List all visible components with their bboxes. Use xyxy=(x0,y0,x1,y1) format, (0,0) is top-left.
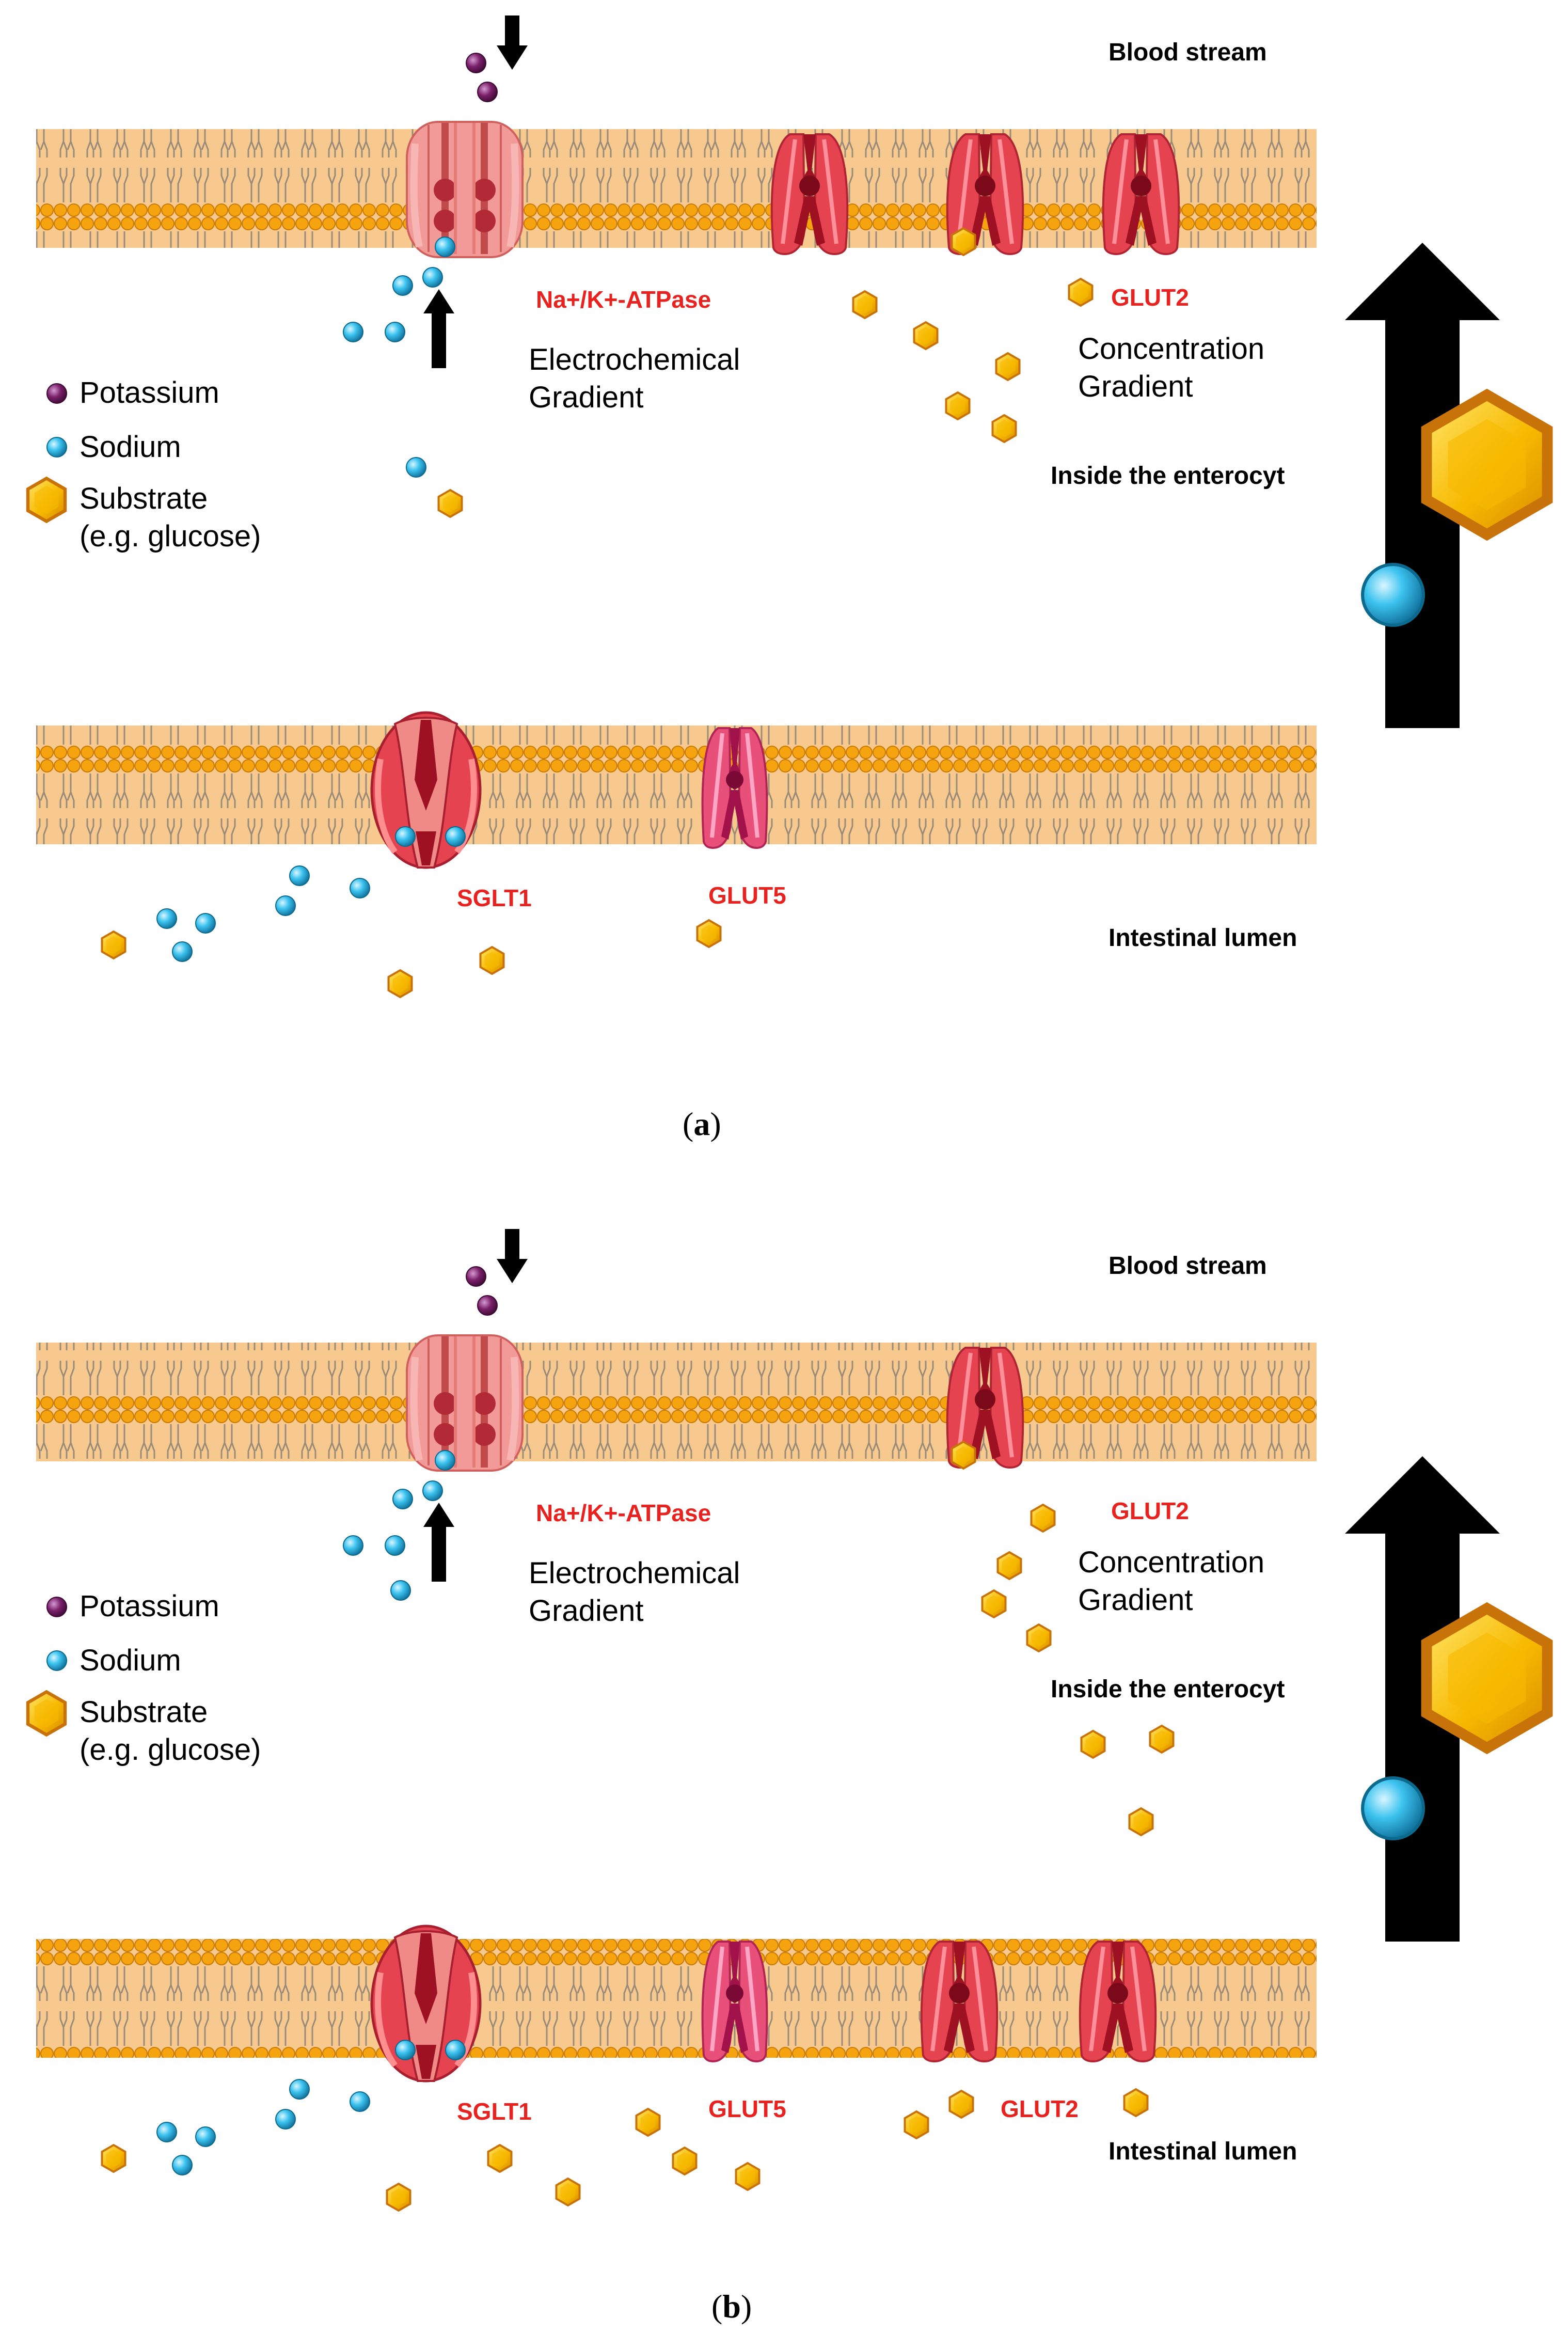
potassium-icon xyxy=(466,53,498,102)
substrate-icon xyxy=(28,478,65,521)
gradient-label: Gradient xyxy=(529,381,643,414)
legend: Potassium Sodium Substrate (e.g. glucose… xyxy=(28,1589,261,1767)
concentration-label: Concentration xyxy=(1078,332,1264,366)
substrate-icon xyxy=(1427,395,1547,534)
sodium-icon xyxy=(1363,1778,1423,1839)
legend-potassium: Potassium xyxy=(80,376,219,409)
sglt1-transporter xyxy=(372,1926,480,2081)
conc-gradient-label: Gradient xyxy=(1078,370,1193,403)
blood-stream-label: Blood stream xyxy=(1108,1252,1267,1280)
substrate-icon xyxy=(28,1692,65,1734)
arrow-icon xyxy=(497,1229,528,1283)
membrane-bottom xyxy=(36,726,1317,844)
gradient-label: Gradient xyxy=(529,1594,643,1628)
inside-enterocyte-label: Inside the enterocyt xyxy=(1051,1676,1285,1703)
sglt1-transporter xyxy=(372,713,480,868)
panel-a: Potassium Sodium Substrate (e.g. glucose… xyxy=(28,15,1547,1142)
sodium-icon xyxy=(46,437,67,458)
legend-substrate: Substrate xyxy=(80,1695,208,1729)
caption-b: (b) xyxy=(711,2288,752,2325)
glut2-bottom-label: GLUT2 xyxy=(1001,2095,1079,2122)
glut5-label: GLUT5 xyxy=(708,2095,786,2122)
caption-a: (a) xyxy=(683,1106,721,1142)
legend-potassium: Potassium xyxy=(80,1589,219,1623)
glut2-top-label: GLUT2 xyxy=(1111,284,1189,311)
legend-sodium: Sodium xyxy=(80,1644,181,1677)
intestinal-lumen-label: Intestinal lumen xyxy=(1108,2138,1297,2165)
intestinal-lumen-label: Intestinal lumen xyxy=(1108,924,1297,952)
legend-sodium: Sodium xyxy=(80,430,181,464)
panel-b: Potassium Sodium Substrate (e.g. glucose… xyxy=(28,1229,1547,2325)
sglt1-label: SGLT1 xyxy=(457,2098,532,2125)
glut2-top-label: GLUT2 xyxy=(1111,1497,1189,1524)
sodium-icon xyxy=(46,1650,67,1671)
na-k-atpase-label: Na+/K+-ATPase xyxy=(536,1500,711,1526)
conc-gradient-label: Gradient xyxy=(1078,1583,1193,1617)
concentration-label: Concentration xyxy=(1078,1546,1264,1579)
blood-stream-label: Blood stream xyxy=(1108,39,1267,66)
arrow-icon xyxy=(423,289,454,368)
na-k-atpase-label: Na+/K+-ATPase xyxy=(536,286,711,313)
legend-substrate-example: (e.g. glucose) xyxy=(80,519,261,553)
sodium-icon xyxy=(1363,564,1423,625)
sglt1-label: SGLT1 xyxy=(457,885,532,911)
electrochemical-label: Electrochemical xyxy=(529,1556,740,1590)
potassium-icon xyxy=(46,383,67,404)
legend-substrate: Substrate xyxy=(80,482,208,515)
potassium-icon xyxy=(46,1597,67,1617)
na-k-atpase xyxy=(407,1335,522,1471)
arrow-icon xyxy=(423,1503,454,1582)
substrate-icon xyxy=(1427,1608,1547,1748)
arrow-icon xyxy=(497,15,528,70)
membrane-top xyxy=(36,1343,1317,1461)
legend: Potassium Sodium Substrate (e.g. glucose… xyxy=(28,376,261,553)
legend-substrate-example: (e.g. glucose) xyxy=(80,1733,261,1767)
electrochemical-label: Electrochemical xyxy=(529,343,740,376)
glut5-label: GLUT5 xyxy=(708,882,786,909)
inside-enterocyte-label: Inside the enterocyt xyxy=(1051,462,1285,490)
potassium-icon xyxy=(466,1266,498,1316)
na-k-atpase xyxy=(407,122,522,257)
